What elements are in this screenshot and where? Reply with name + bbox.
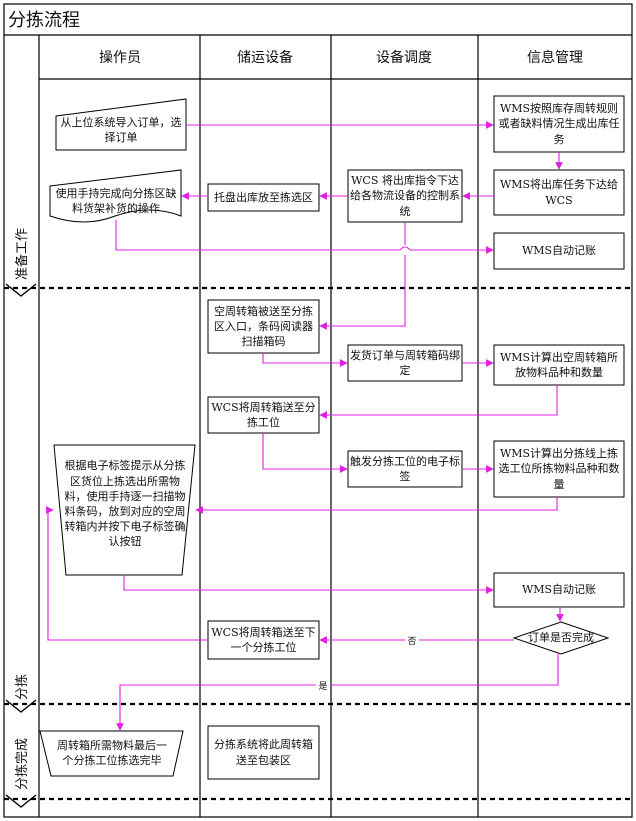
phase-label-sorting: 分拣 [15, 674, 30, 700]
node-pick-shape [53, 444, 196, 576]
frame [3, 3, 633, 818]
node-handheld-replenish-label: 使用手持完成向分拣区缺料货架补货的操作 [55, 186, 177, 215]
node-wcs-next-shape [207, 620, 320, 660]
node-import-order-shape [55, 98, 187, 151]
phase-separators [4, 286, 632, 801]
connectors [46, 121, 564, 731]
node-bind-order-shape [347, 344, 463, 382]
node-wms-generate-task-label: WMS按照库存周转规则或者缺料情况生成出库任务 [498, 102, 620, 146]
node-wms-auto-record-1-label: WMS自动记账 [521, 244, 597, 258]
node-send-packing-shape [207, 725, 320, 780]
edge-pick-to-record2 [123, 575, 494, 594]
edge-handheld-to-record [115, 220, 494, 254]
phase-label-finish: 分拣完成 [15, 738, 30, 790]
node-wcs-next-station-label: WCS将周转箱送至下一个分拣工位 [211, 625, 316, 654]
node-wcs-send-box-label: WCS将周转箱送至分拣工位 [211, 400, 316, 429]
node-trigger-label-label: 触发分拣工位的电子标签 [350, 454, 460, 483]
node-wcs-send-shape [207, 396, 320, 434]
node-last-station-shape [39, 730, 184, 777]
node-pick-by-label-label: 根据电子标签提示从分拣区货位上拣选出所需物料，使用手持逐一扫描物料条码，放到对应… [64, 459, 186, 549]
phase-chevrons [5, 283, 37, 808]
node-wms-issue-shape [493, 169, 625, 216]
node-wms-issue-wcs-label: WMS将出库任务下达给WCS [499, 178, 619, 207]
edge-label-yes: 是 [318, 681, 327, 692]
edge-wcs-to-emptybox [320, 222, 406, 326]
node-wms-record2-shape [493, 572, 625, 608]
node-wms-calc-station-shape [493, 440, 625, 498]
page-title: 分拣流程 [8, 10, 80, 31]
node-bind-order-box-label: 发货订单与周转箱码绑定 [350, 348, 460, 377]
edge-next-to-pick [46, 506, 208, 641]
edge-label-no: 否 [407, 636, 416, 647]
node-empty-box-scan-label: 空周转箱被送至分拣区入口，条码阅读器扫描箱码 [214, 304, 313, 349]
phase-label-prepare: 准备工作 [14, 228, 30, 280]
node-last-station-done-label: 周转箱所需物料最后一个分拣工位拣选完毕 [57, 738, 167, 767]
node-order-done-label: 订单是否完成 [528, 631, 594, 645]
node-empty-box-shape [207, 299, 320, 354]
node-wms-generate-shape [493, 95, 625, 153]
column-header-storage: 储运设备 [237, 49, 293, 66]
edge-calc-station-to-pick [195, 497, 558, 514]
node-wms-calc-box-label: WMS计算出空周转箱所放物料品种和数量 [499, 350, 619, 379]
column-header-dispatch: 设备调度 [376, 49, 432, 66]
node-pallet-out-label: 托盘出库放至拣选区 [214, 190, 313, 204]
edge-wcs-send-to-trigger [262, 433, 348, 473]
node-send-to-packing-label: 分拣系统将此周转箱送至包装区 [214, 738, 313, 767]
node-wcs-issue-control-label: WCS 将出库指令下达给各物流设备的控制系统 [350, 174, 460, 218]
node-wms-auto-record-2-label: WMS自动记账 [521, 583, 597, 597]
node-pallet-out-shape [207, 183, 320, 212]
edge-calc-to-wcs-send [319, 385, 558, 419]
node-wms-calc-station-label: WMS计算出分拣线上拣选工位所拣物料品种和数量 [498, 447, 620, 491]
edge-emptybox-to-bind [262, 353, 348, 367]
node-wcs-control-shape [347, 169, 463, 223]
column-header-operator: 操作员 [99, 50, 141, 66]
node-order-done-shape [512, 621, 610, 655]
column-header-info: 信息管理 [527, 49, 583, 66]
node-wms-calc-box-shape [493, 344, 625, 386]
node-wms-record1-shape [493, 232, 625, 270]
node-import-order-label: 从上位系统导入订单，选择订单 [60, 115, 182, 144]
edge-decision-yes [116, 654, 559, 731]
node-handheld-shape [49, 169, 182, 223]
